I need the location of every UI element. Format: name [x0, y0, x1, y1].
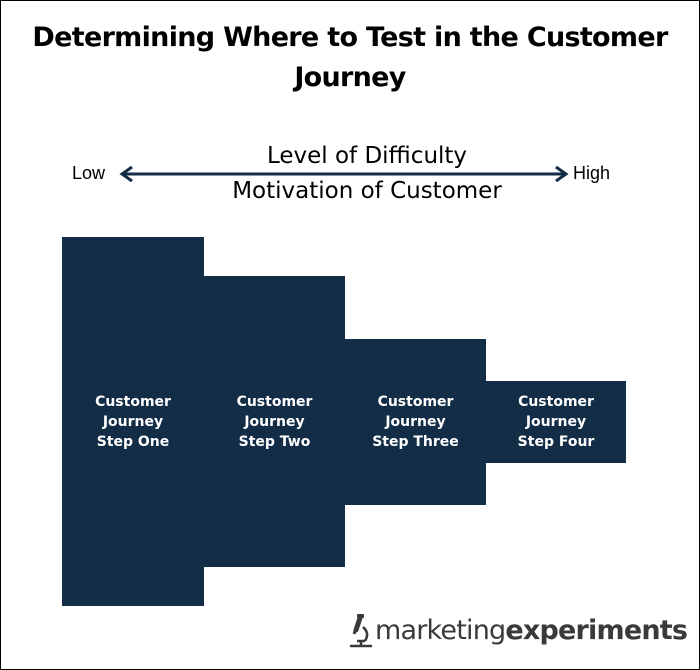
logo-wordmark-experiments: experiments [505, 615, 688, 646]
step-four-label: Customer Journey Step Four [486, 392, 626, 452]
step-line: Journey [102, 413, 164, 430]
step-line: Customer [236, 393, 313, 410]
journey-step-two: Customer Journey Step Two [204, 276, 345, 567]
scale-high-label: High [573, 163, 611, 183]
title-line-1: Determining Where to Test in the Custome… [32, 22, 668, 53]
microscope-icon [349, 614, 373, 648]
logo-wordmark: marketingexperiments [375, 613, 688, 649]
journey-step-three: Customer Journey Step Three [345, 339, 486, 505]
step-line: Step Three [372, 434, 459, 450]
scale-label-difficulty: Level of Difficulty [266, 143, 468, 169]
logo-wordmark-marketing: marketing [375, 615, 506, 646]
step-line: Customer [518, 394, 594, 410]
step-two-label: Customer Journey Step Two [204, 392, 345, 452]
step-line: Customer [95, 393, 171, 410]
step-line: Journey [244, 413, 305, 430]
diagram-title: Determining Where to Test in the Custome… [21, 18, 679, 98]
double-headed-arrow-icon [119, 165, 569, 183]
step-three-label: Customer Journey Step Three [345, 392, 486, 452]
marketingexperiments-logo: marketingexperiments [349, 611, 688, 655]
step-line: Step Four [517, 434, 595, 450]
journey-step-one: Customer Journey Step One [62, 237, 204, 606]
step-one-label: Customer Journey Step One [62, 392, 204, 452]
step-line: Customer [377, 394, 454, 410]
step-line: Journey [385, 414, 446, 430]
scale-label-motivation: Motivation of Customer [232, 178, 502, 204]
title-line-2: Journey [294, 62, 406, 93]
step-line: Step One [96, 433, 170, 450]
journey-step-four: Customer Journey Step Four [486, 381, 626, 463]
scale-low-label: Low [72, 163, 106, 183]
step-line: Step Two [238, 433, 311, 450]
step-line: Journey [525, 414, 587, 430]
